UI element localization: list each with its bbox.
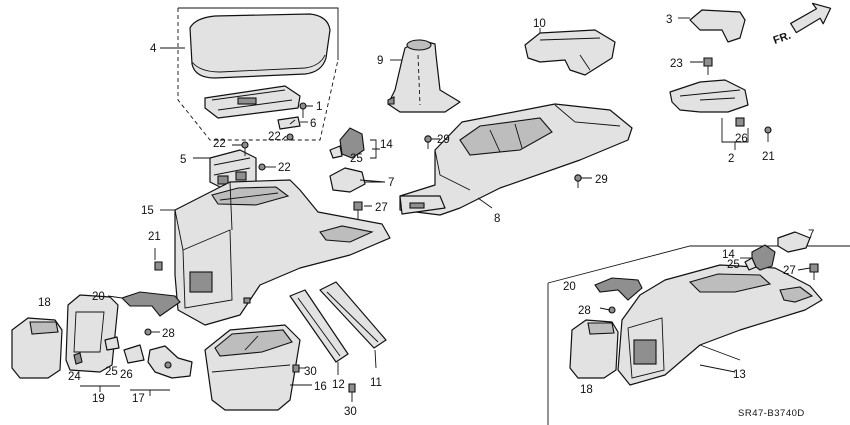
screw-21-left xyxy=(154,248,163,271)
bracket-17 xyxy=(147,345,193,379)
callout-29-b: 29 xyxy=(595,174,608,186)
direction-label: FR. xyxy=(772,30,793,47)
callout-25-c: 25 xyxy=(727,259,740,271)
callout-27-b: 27 xyxy=(783,265,796,277)
inset-alternate-console xyxy=(547,231,850,425)
bezel-19 xyxy=(65,294,119,373)
side-trim-12 xyxy=(289,289,349,375)
bracket-2 xyxy=(669,79,749,113)
bracket-group-right xyxy=(669,9,772,150)
cover-3 xyxy=(689,9,746,43)
screw-28-left xyxy=(144,328,160,336)
callout-19: 19 xyxy=(92,393,105,405)
screw-22-c xyxy=(258,163,266,171)
cover-10 xyxy=(524,28,616,76)
screw-27-inset xyxy=(809,263,819,273)
callout-7-a: 7 xyxy=(388,177,394,189)
callout-21-b: 21 xyxy=(762,151,775,163)
callout-17: 17 xyxy=(132,393,145,405)
screw-1 xyxy=(299,102,307,110)
screw-29-b xyxy=(574,174,582,182)
callout-22-c: 22 xyxy=(278,162,291,174)
switch-opening xyxy=(189,271,213,293)
callout-22-b: 22 xyxy=(213,138,226,150)
callout-14-a: 14 xyxy=(380,139,393,151)
screw-30-b xyxy=(348,383,356,393)
callout-11: 11 xyxy=(370,377,382,389)
clip-6 xyxy=(277,116,301,130)
callout-21-a: 21 xyxy=(148,231,161,243)
front-console-15 xyxy=(160,179,391,326)
callout-20-b: 20 xyxy=(563,281,576,293)
callout-15: 15 xyxy=(141,205,154,217)
callout-5: 5 xyxy=(180,154,186,166)
callout-14-b: 14 xyxy=(722,249,735,261)
screw-22-a xyxy=(286,133,294,141)
front-direction-arrow xyxy=(790,2,832,34)
callout-26-b: 26 xyxy=(120,369,133,381)
callout-6: 6 xyxy=(310,118,316,130)
callout-29-a: 29 xyxy=(437,134,450,146)
callout-23: 23 xyxy=(670,58,683,70)
screw-23 xyxy=(703,57,713,67)
side-trim-11 xyxy=(319,281,387,369)
callout-3: 3 xyxy=(666,14,672,26)
callout-1: 1 xyxy=(316,101,322,113)
callout-26-a: 26 xyxy=(735,133,748,145)
console-13 xyxy=(617,264,823,386)
callout-18-b: 18 xyxy=(580,384,593,396)
callout-12: 12 xyxy=(332,379,345,391)
callout-9: 9 xyxy=(377,55,383,67)
callout-27-a: 27 xyxy=(375,202,388,214)
catalog-code: SR47-B3740D xyxy=(738,408,805,419)
callout-16: 16 xyxy=(314,381,327,393)
callout-8: 8 xyxy=(494,213,500,225)
storage-tray-16 xyxy=(204,324,312,411)
callout-20-a: 20 xyxy=(92,291,105,303)
clip-26 xyxy=(123,344,145,364)
rear-console-8 xyxy=(399,103,633,216)
screw-27 xyxy=(353,201,372,222)
callout-13: 13 xyxy=(733,369,746,381)
callout-28-a: 28 xyxy=(162,328,175,340)
clip-24 xyxy=(73,352,83,365)
callout-22-a: 22 xyxy=(268,131,281,143)
hinge-slot xyxy=(237,97,257,105)
callout-4: 4 xyxy=(150,43,157,55)
callout-30-a: 30 xyxy=(304,366,317,378)
callout-25-b: 25 xyxy=(105,366,118,378)
screw-30-a xyxy=(292,364,300,373)
callout-25-a: 25 xyxy=(350,153,363,165)
leader-lines xyxy=(281,119,811,373)
callout-7-b: 7 xyxy=(808,229,814,241)
shift-boot-9 xyxy=(387,39,461,113)
armrest-lid xyxy=(189,13,331,79)
clip-14-25 xyxy=(329,127,380,159)
fasteners-29 xyxy=(424,135,592,188)
lid-7-inset xyxy=(777,231,811,253)
switch-bezel-group xyxy=(11,294,193,396)
bracket-20-inset xyxy=(594,277,643,301)
callout-28-b: 28 xyxy=(578,305,591,317)
callout-30-b: 30 xyxy=(344,406,357,418)
screw-29-a xyxy=(424,135,432,143)
lid-7 xyxy=(329,167,385,193)
armrest-group xyxy=(160,7,339,141)
clip-25-inset xyxy=(744,257,757,271)
callout-2: 2 xyxy=(728,153,734,165)
clip-25 xyxy=(104,336,120,351)
callout-24: 24 xyxy=(68,371,81,383)
bracket-20-left xyxy=(107,291,181,317)
clip-26-right xyxy=(735,117,745,127)
screw-22-b xyxy=(241,141,249,149)
callout-10: 10 xyxy=(533,18,546,30)
screws-30 xyxy=(292,364,356,402)
callout-18-a: 18 xyxy=(38,297,51,309)
callout-labels: 4 1 6 22 22 5 22 9 10 3 23 26 2 21 FR. 2… xyxy=(38,14,814,419)
screw-21-right xyxy=(764,126,772,134)
switch-18-inset xyxy=(569,319,619,379)
